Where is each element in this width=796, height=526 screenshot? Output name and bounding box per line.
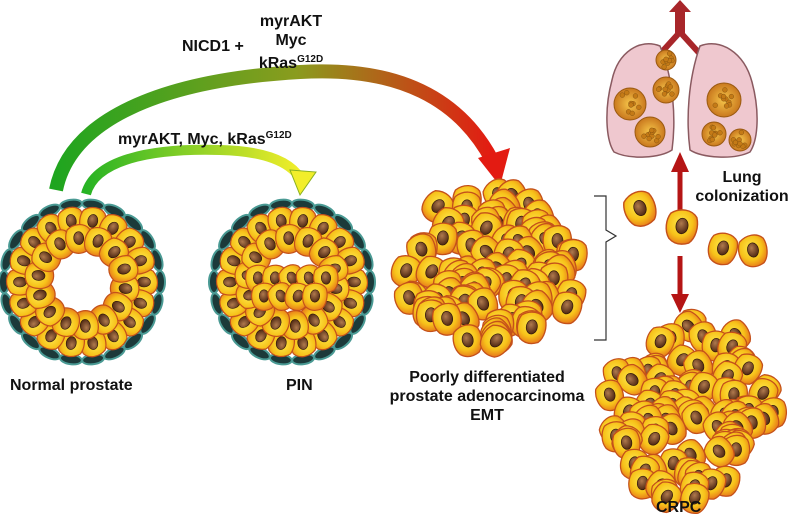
- normal-prostate-label: Normal prostate: [10, 377, 133, 394]
- epithelial-cell: [594, 379, 625, 412]
- lung-metastases: [613, 49, 752, 152]
- small-curved-arrow: [81, 144, 305, 196]
- lung-tumor-nodule: [613, 87, 647, 121]
- lung-tumor-nodule: [701, 121, 727, 147]
- arrow-up-head: [671, 152, 689, 172]
- epithelial-cell: [452, 324, 483, 358]
- inner-combo-label: myrAKT, Myc, kRasG12D: [118, 126, 292, 149]
- lung-tumor-nodule: [652, 76, 680, 104]
- disseminated-cells: [623, 190, 768, 268]
- epithelial-cell: [645, 326, 676, 358]
- lung-illustration: [606, 0, 758, 158]
- top-combo-line1: myrAKT: [259, 13, 323, 30]
- top-combo-line3-base: kRas: [258, 55, 298, 72]
- inner-combo-sup: G12D: [265, 130, 292, 141]
- top-combo-genes: myrAKT Myc kRasG12D: [248, 12, 334, 73]
- lung-tumor-nodule: [634, 116, 666, 148]
- lung-tumor-nodule: [655, 49, 677, 71]
- adenocarcinoma-cluster: [390, 178, 588, 358]
- epithelial-cell: [479, 324, 513, 358]
- adeno-line2: prostate adenocarcinoma: [389, 388, 585, 405]
- arrow-down-head: [671, 294, 689, 313]
- top-combo-line2: Myc: [275, 32, 307, 49]
- epithelial-cell: [108, 255, 139, 283]
- epithelial-cell: [516, 311, 547, 345]
- epithelial-cell: [651, 481, 683, 514]
- big-curved-arrow: [49, 64, 499, 192]
- adeno-bracket: [594, 195, 618, 341]
- epithelial-cell: [737, 234, 768, 268]
- epithelial-cell: [302, 282, 328, 311]
- epithelial-cell: [707, 232, 739, 266]
- transition-arrows: [49, 64, 689, 341]
- epithelial-cell: [703, 435, 735, 468]
- big-curved-arrowhead: [478, 148, 510, 186]
- top-combo-line3-sup: G12D: [297, 54, 324, 65]
- adeno-line1: Poorly differentiated: [409, 369, 565, 386]
- epithelial-cell: [638, 423, 670, 456]
- top-combo-line3: kRasG12D: [248, 50, 334, 73]
- lung-tumor-nodule: [706, 82, 742, 118]
- epithelial-cell: [665, 209, 699, 245]
- pin-label: PIN: [286, 377, 313, 394]
- top-combo-prefix: NICD1 +: [182, 38, 244, 55]
- lung-colonization-label: Lung colonization: [692, 168, 792, 206]
- lung-line1: Lung: [722, 169, 762, 186]
- lung-line2: colonization: [695, 188, 789, 205]
- crpc-label: CRPC: [656, 499, 702, 516]
- trachea-top-arrow: [669, 0, 691, 12]
- crpc-cluster: [594, 308, 787, 514]
- epithelial-cell: [623, 190, 657, 227]
- pin-gland: [208, 198, 376, 366]
- adeno-label: Poorly differentiated prostate adenocarc…: [370, 368, 604, 425]
- trachea: [675, 6, 685, 34]
- small-curved-arrowhead: [289, 169, 317, 197]
- epithelial-cell: [680, 482, 710, 514]
- inner-combo-base: myrAKT, Myc, kRas: [118, 131, 266, 148]
- lung-tumor-nodule: [728, 128, 752, 152]
- normal-prostate-gland: [0, 198, 166, 366]
- epithelial-cell: [551, 291, 583, 325]
- adeno-line3: EMT: [470, 407, 504, 424]
